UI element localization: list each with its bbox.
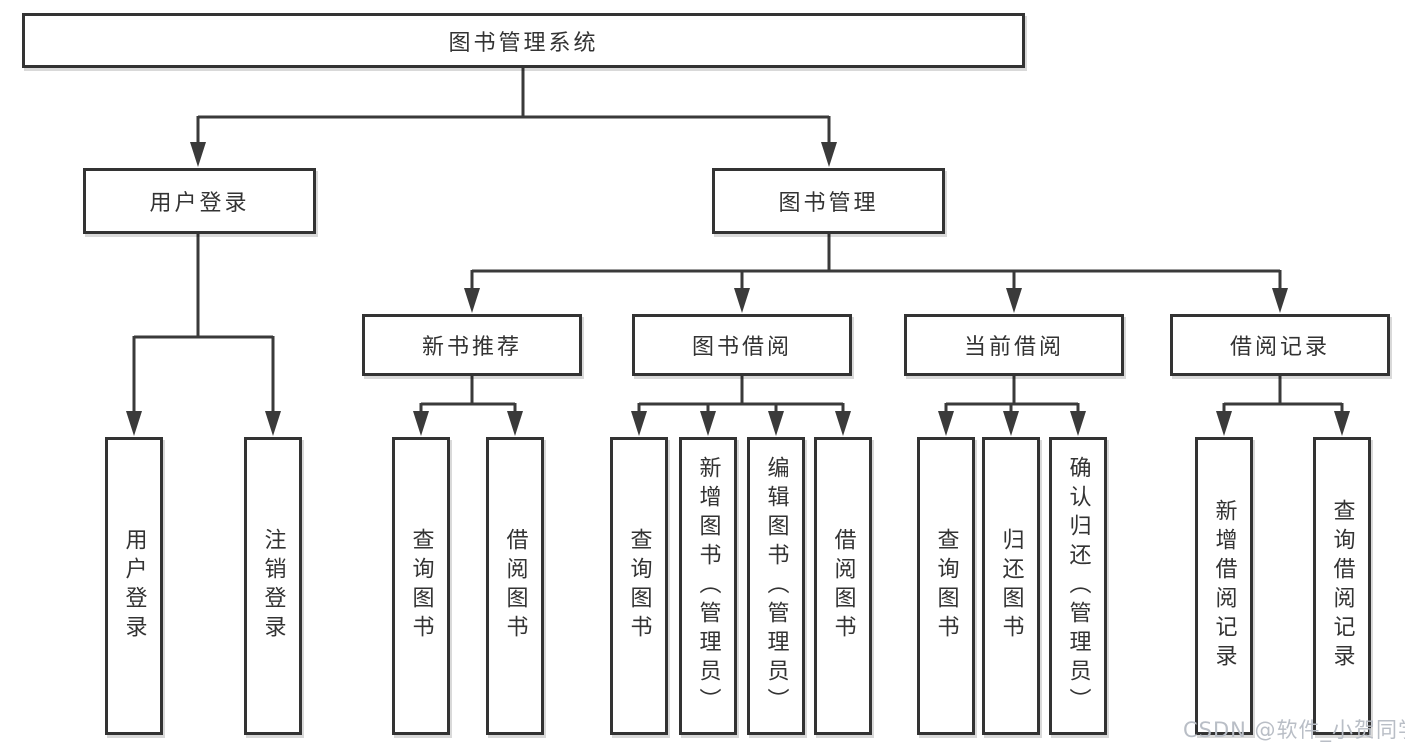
- node-borrow-record-label: 借阅记录: [1229, 335, 1330, 360]
- leaf-label: 用户登录: [121, 528, 147, 644]
- node-book-borrow: 图书借阅: [632, 314, 852, 376]
- node-user-login-label: 用户登录: [149, 191, 250, 216]
- tree-edges: [132, 68, 1344, 416]
- leaf-label: 查询借阅记录: [1329, 499, 1355, 673]
- leaf-query-book-borrow: 查询图书: [610, 437, 668, 735]
- leaf-add-borrow-record: 新增借阅记录: [1195, 437, 1253, 735]
- node-current-borrow: 当前借阅: [904, 314, 1124, 376]
- leaf-edit-book-admin: 编辑图书（管理员）: [747, 437, 805, 735]
- leaf-label: 借阅图书: [830, 528, 856, 644]
- leaf-label: 注销登录: [260, 528, 286, 644]
- leaf-confirm-return-admin: 确认归还（管理员）: [1049, 437, 1107, 735]
- leaf-label: 编辑图书（管理员）: [763, 455, 789, 717]
- leaf-label: 新增借阅记录: [1211, 499, 1237, 673]
- leaf-user-login: 用户登录: [105, 437, 163, 735]
- node-book-management-label: 图书管理: [778, 191, 879, 216]
- leaf-label: 查询图书: [933, 528, 959, 644]
- leaf-label: 确认归还（管理员）: [1065, 455, 1091, 717]
- node-borrow-record: 借阅记录: [1170, 314, 1390, 376]
- leaf-borrow-book-recommend: 借阅图书: [486, 437, 544, 735]
- watermark: CSDN @软件_小贺同学: [1183, 718, 1405, 742]
- leaf-return-book: 归还图书: [982, 437, 1040, 735]
- leaf-borrow-book: 借阅图书: [814, 437, 872, 735]
- leaf-label: 归还图书: [998, 528, 1024, 644]
- node-new-book-recommend-label: 新书推荐: [421, 335, 522, 360]
- leaf-label: 查询图书: [408, 528, 434, 644]
- leaf-label: 借阅图书: [502, 528, 528, 644]
- leaf-add-book-admin: 新增图书（管理员）: [679, 437, 737, 735]
- node-book-borrow-label: 图书借阅: [691, 335, 792, 360]
- node-new-book-recommend: 新书推荐: [362, 314, 582, 376]
- node-root: 图书管理系统: [22, 13, 1025, 68]
- node-book-management: 图书管理: [712, 168, 945, 234]
- node-current-borrow-label: 当前借阅: [963, 335, 1064, 360]
- node-user-login: 用户登录: [83, 168, 316, 234]
- leaf-query-borrow-record: 查询借阅记录: [1313, 437, 1371, 735]
- leaf-query-book-current: 查询图书: [917, 437, 975, 735]
- leaf-label: 新增图书（管理员）: [695, 455, 721, 717]
- arrowhead-icons: [126, 142, 1350, 436]
- leaf-label: 查询图书: [626, 528, 652, 644]
- node-root-label: 图书管理系统: [448, 30, 599, 56]
- leaf-query-book-recommend: 查询图书: [392, 437, 450, 735]
- leaf-logout: 注销登录: [244, 437, 302, 735]
